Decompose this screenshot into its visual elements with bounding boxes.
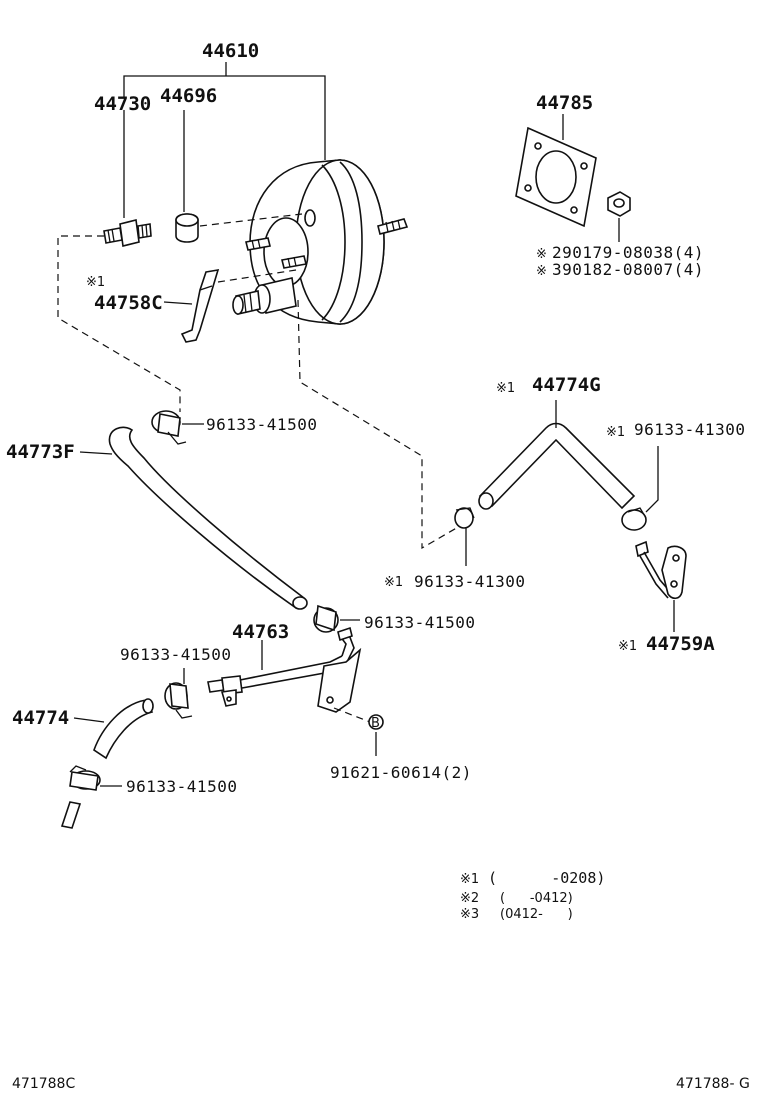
label-gasket: 44785 xyxy=(536,92,593,114)
pipe-bolt-dash xyxy=(333,707,371,723)
clamp-center[interactable] xyxy=(454,507,475,529)
hose-44773f[interactable] xyxy=(108,426,308,610)
clamp-right-mark: ※1 xyxy=(606,425,625,440)
label-hose-lower: 44774 xyxy=(12,707,69,729)
gasket[interactable] xyxy=(515,126,597,228)
pipe-44763[interactable] xyxy=(207,626,362,713)
clamp-upper[interactable] xyxy=(151,410,187,445)
clamp-bottom[interactable] xyxy=(69,765,101,791)
note-1-mark: ※1 xyxy=(460,872,479,887)
booster-dash xyxy=(297,299,461,550)
label-bracket: 44758C xyxy=(94,292,163,314)
label-clamp-bottom: 96133-41500 xyxy=(126,777,237,796)
bolt-b-mark: ※ xyxy=(536,264,547,279)
bracket-mark: ※1 xyxy=(86,275,105,290)
check-valve-dash xyxy=(57,235,181,412)
hose-44774g[interactable] xyxy=(478,422,636,510)
label-bolt-b-ref: 91621-60614(2) xyxy=(330,763,472,782)
label-clamp-mid: 96133-41500 xyxy=(364,613,475,632)
note-3-range: (0412- ) xyxy=(500,907,573,922)
label-clamp-left: 96133-41500 xyxy=(120,645,231,664)
note-2-range: ( -0412) xyxy=(500,891,573,906)
bracket-44759a[interactable] xyxy=(635,540,687,600)
label-booster: 44610 xyxy=(202,40,259,62)
label-check-valve: 44730 xyxy=(94,93,151,115)
notes-legend: ※1 ( -0208) ※2 ( -0412) ※3 (0412- ) xyxy=(460,869,605,922)
note-3-mark: ※3 xyxy=(460,907,479,922)
grommet-leader xyxy=(199,213,303,227)
label-clamp-upper: 96133-41500 xyxy=(206,415,317,434)
hose-f-leader xyxy=(79,451,113,455)
clamp-right-leader xyxy=(645,446,659,513)
note-2-mark: ※2 xyxy=(460,891,479,906)
label-clamp-right: 96133-41300 xyxy=(634,420,745,439)
brake-booster[interactable] xyxy=(232,159,409,325)
bracket-a-mark: ※1 xyxy=(618,639,637,654)
hose-end[interactable] xyxy=(60,801,82,829)
bracket-dash xyxy=(217,269,297,283)
booster-leader xyxy=(123,62,326,218)
hose-g-mark: ※1 xyxy=(496,381,515,396)
clamp-right[interactable] xyxy=(621,507,647,531)
grommet[interactable] xyxy=(175,213,199,243)
label-hose-f: 44773F xyxy=(6,441,75,463)
b-marker: B xyxy=(371,716,380,731)
clamp-left[interactable] xyxy=(164,682,193,719)
label-pipe: 44763 xyxy=(232,621,289,643)
clamp-mid[interactable] xyxy=(313,604,339,633)
hose-44774[interactable] xyxy=(93,698,154,760)
label-hose-g: 44774G xyxy=(532,374,601,396)
bracket-leader xyxy=(163,301,193,305)
gasket-nut[interactable] xyxy=(607,191,631,217)
label-clamp-center: 96133-41300 xyxy=(414,572,525,591)
label-grommet: 44696 xyxy=(160,85,217,107)
footer-right-code: 471788- G xyxy=(676,1076,750,1092)
label-bracket-a: 44759A xyxy=(646,633,715,655)
footer-left-code: 471788C xyxy=(12,1076,75,1092)
label-bolt-a: 290179-08038(4) xyxy=(552,243,704,262)
b-marker-circle xyxy=(368,714,384,730)
hose-lower-leader xyxy=(73,717,105,723)
note-1-range: ( -0208) xyxy=(488,869,605,887)
bracket-44758c[interactable] xyxy=(180,268,220,343)
label-bolt-b: 390182-08007(4) xyxy=(552,260,704,279)
bolt-a-mark: ※ xyxy=(536,247,547,262)
clamp-center-mark: ※1 xyxy=(384,575,403,590)
check-valve[interactable] xyxy=(103,219,152,247)
